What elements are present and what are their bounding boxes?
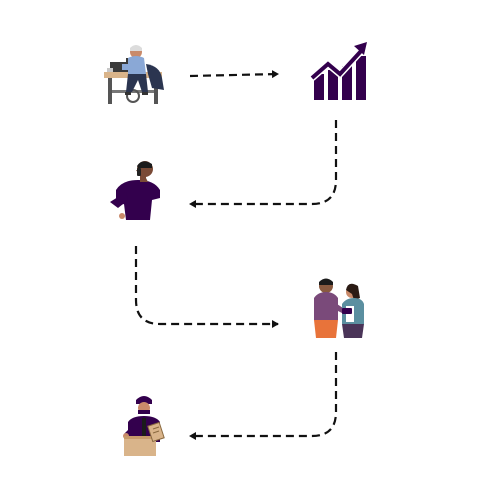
edge-phone-call-to-meeting bbox=[134, 246, 279, 328]
two-people-meeting-icon bbox=[314, 278, 364, 338]
person-on-phone-icon bbox=[110, 161, 160, 220]
growth-chart-icon bbox=[309, 42, 367, 100]
edge-meeting-to-delivery bbox=[189, 352, 338, 440]
edge-tailor-to-growth bbox=[189, 70, 279, 79]
tailor-sewing-icon bbox=[104, 45, 164, 104]
delivery-person-box-icon bbox=[123, 396, 165, 456]
edge-growth-to-phone-call bbox=[189, 120, 338, 208]
